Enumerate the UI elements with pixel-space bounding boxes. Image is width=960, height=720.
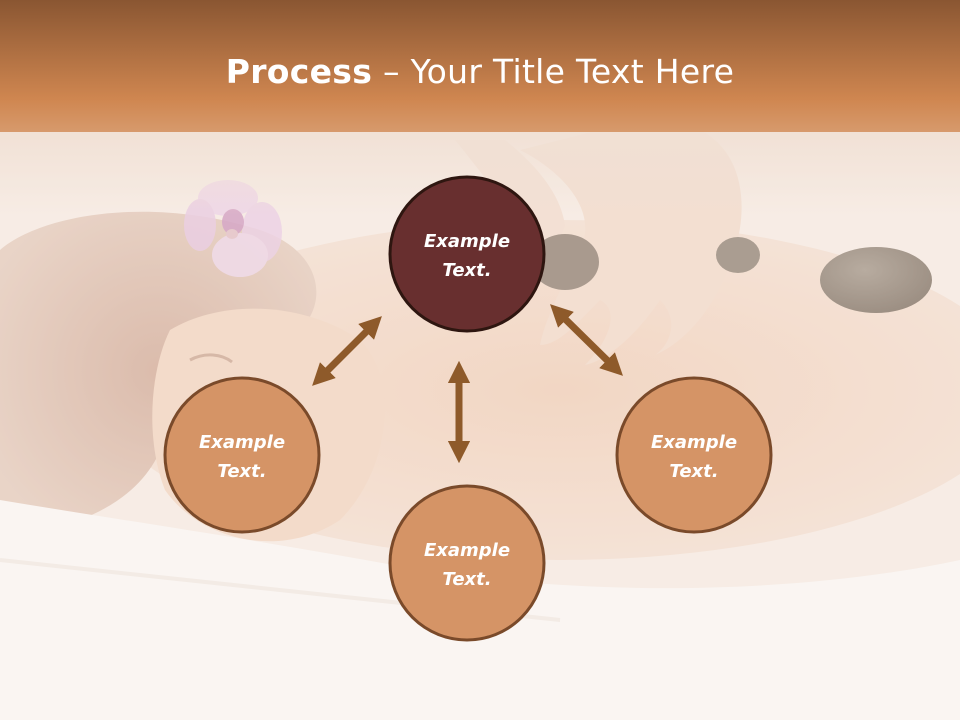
slide-title: Process – Your Title Text Here <box>0 52 960 91</box>
title-separator: – <box>372 52 411 91</box>
node-right-line2: Text. <box>669 461 718 482</box>
title-bold: Process <box>225 52 373 91</box>
process-node-bottom: Example Text. <box>388 484 546 642</box>
arrow-center-right <box>550 304 623 376</box>
node-bottom-line2: Text. <box>442 569 491 590</box>
node-center-line1: Example <box>424 231 510 252</box>
node-left-line2: Text. <box>217 461 266 482</box>
node-bottom-line1: Example <box>424 540 510 561</box>
node-center-line2: Text. <box>442 260 491 281</box>
node-left-line1: Example <box>199 432 285 453</box>
title-rest: Your Title Text Here <box>410 52 735 91</box>
process-node-center: Example Text. <box>388 175 546 333</box>
arrow-center-left <box>312 316 382 386</box>
process-node-left: Example Text. <box>163 376 321 534</box>
node-right-line1: Example <box>651 432 737 453</box>
process-node-right: Example Text. <box>615 376 773 534</box>
